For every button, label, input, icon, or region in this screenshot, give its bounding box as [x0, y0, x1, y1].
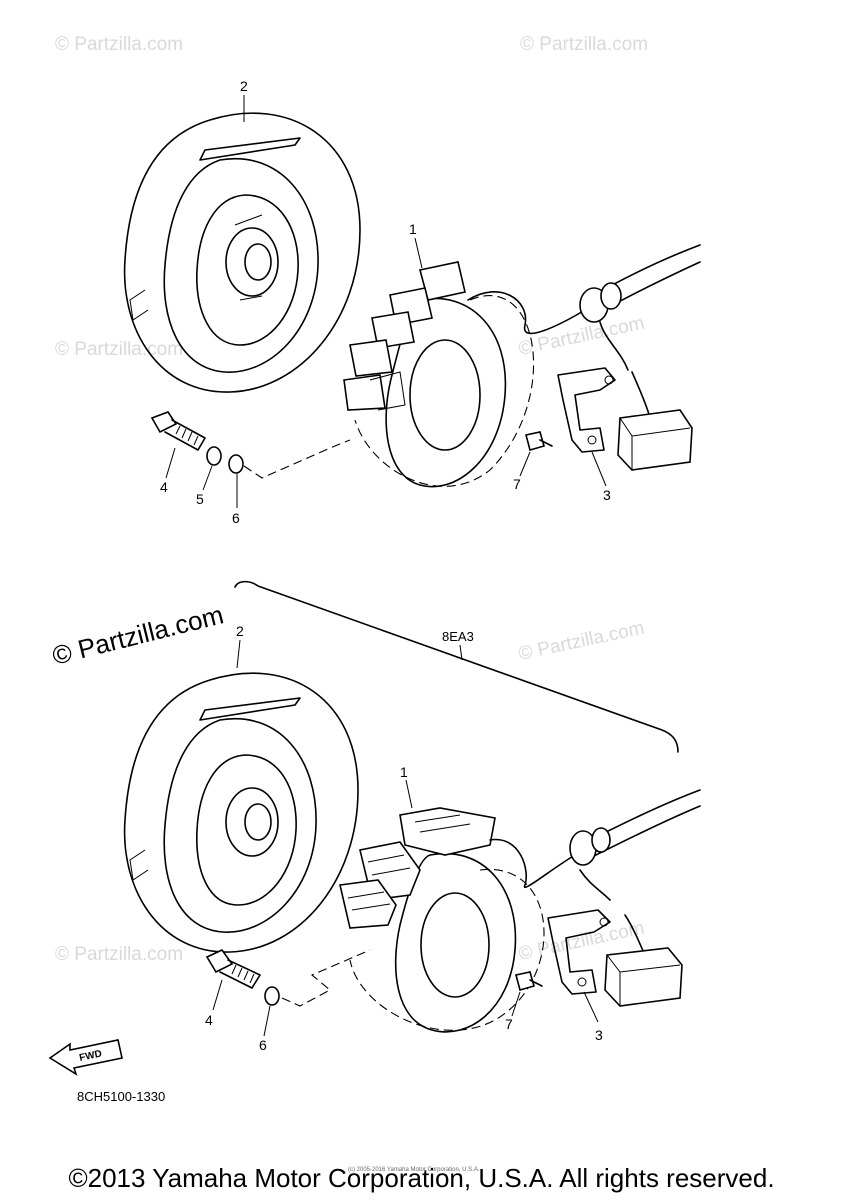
watermark-text: © Partzilla.com: [55, 339, 183, 360]
callout-1: 1: [409, 221, 417, 237]
watermark-corner-text: © Partzilla.com: [49, 599, 226, 670]
callout-1: 1: [400, 764, 408, 780]
group-label: 8EA3: [442, 629, 474, 644]
watermark-text: © Partzilla.com: [55, 34, 183, 55]
flywheel-rotor: [123, 672, 359, 953]
callout-6: 6: [259, 1037, 267, 1053]
watermark-text: © Partzilla.com: [517, 618, 647, 665]
top-diagram: 2 1 4 5 6 7 3: [123, 78, 701, 526]
callout-4: 4: [160, 479, 168, 495]
wire-harness: [467, 244, 701, 471]
stator-assembly: [343, 261, 535, 488]
callout-7: 7: [513, 476, 521, 492]
wire-harness: [489, 789, 701, 1007]
fwd-label: FWD: [78, 1048, 103, 1063]
callout-5: 5: [196, 491, 204, 507]
stator-bolt: [150, 411, 206, 451]
group-bracket: [234, 580, 679, 753]
callout-3: 3: [603, 487, 611, 503]
forward-arrow-icon: FWD: [48, 1039, 123, 1076]
callout-6: 6: [232, 510, 240, 526]
watermark-text: © Partzilla.com: [520, 34, 648, 55]
washer: [206, 446, 222, 466]
diagram-part-code: 8CH5100-1330: [77, 1089, 165, 1104]
screw: [515, 971, 543, 991]
callout-2: 2: [240, 78, 248, 94]
callout-2: 2: [236, 623, 244, 639]
stator-assembly: [339, 807, 545, 1033]
callout-7: 7: [505, 1016, 513, 1032]
washer: [264, 986, 280, 1006]
watermark-text: © Partzilla.com: [517, 313, 647, 360]
lead-wire-holder-bracket: [557, 367, 616, 453]
callout-4: 4: [205, 1012, 213, 1028]
flywheel-rotor: [123, 112, 361, 393]
screw: [525, 431, 553, 451]
tiny-copyright-text: (c) 2005-2016 Yamaha Motor Corporation, …: [348, 1167, 480, 1173]
stator-bolt: [205, 948, 261, 989]
callout-3: 3: [595, 1027, 603, 1043]
copyright-notice: ©2013 Yamaha Motor Corporation, U.S.A. A…: [68, 1163, 775, 1193]
watermark-text: © Partzilla.com: [55, 944, 183, 965]
washer: [228, 454, 244, 474]
bottom-diagram: 8EA3: [48, 580, 701, 1104]
